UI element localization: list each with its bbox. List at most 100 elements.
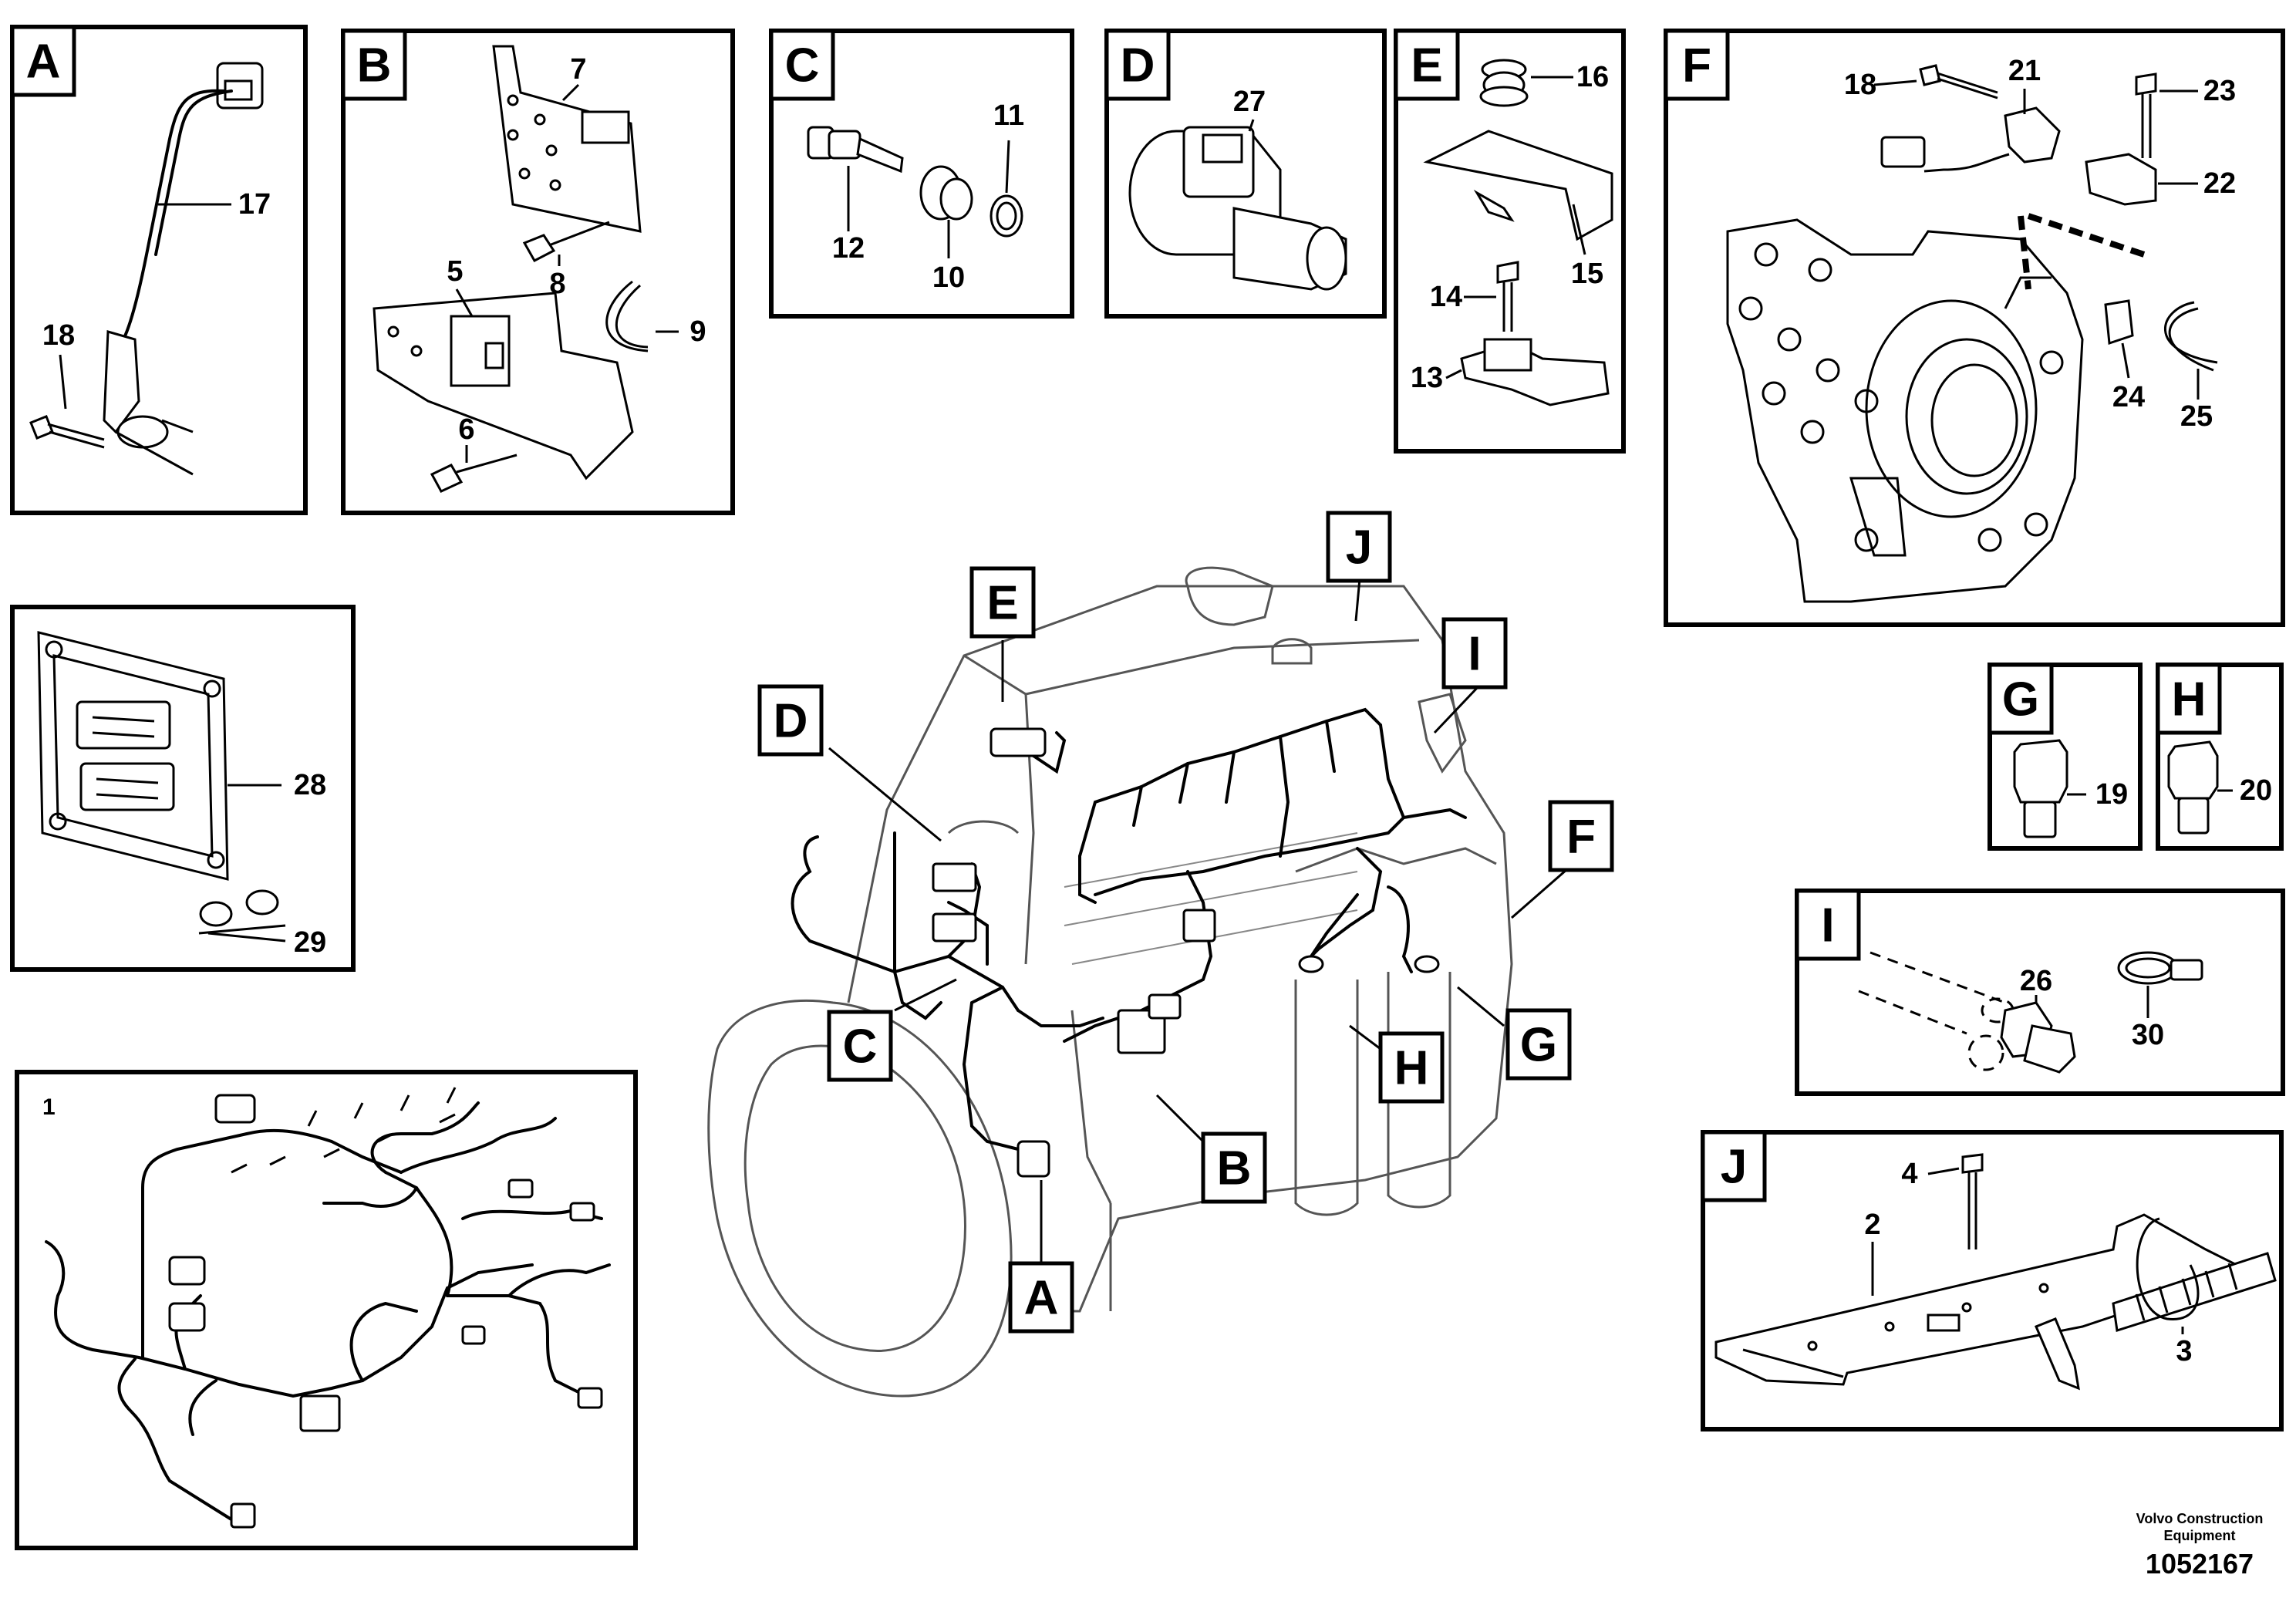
panel-d: D 27 (1104, 29, 1387, 319)
engine-tag-e: E (969, 566, 1036, 639)
engine-tag-i: I (1441, 617, 1508, 690)
wire-harness-1 (45, 1087, 611, 1529)
sensor-12 (807, 126, 904, 174)
footer-reference-number: 1052167 (2146, 1548, 2254, 1580)
panel-f: F (1664, 29, 2285, 627)
footer-credit: Volvo Construction Equipment 1052167 (2136, 1511, 2264, 1580)
callout-9: 9 (689, 315, 706, 348)
bracket-22 (2085, 153, 2157, 206)
callout-23: 23 (2203, 75, 2236, 107)
panel-a-tag: A (26, 35, 61, 89)
callout-24: 24 (2112, 381, 2145, 413)
tie-25 (2163, 301, 2218, 372)
engine-tag-h: H (1378, 1031, 1445, 1104)
panel-e: E 16 15 14 13 (1394, 29, 1626, 454)
callout-5: 5 (447, 255, 463, 288)
callout-6: 6 (458, 413, 474, 446)
engine-tag-b: B (1201, 1131, 1267, 1204)
panel-b: B 7 8 5 9 (341, 29, 735, 515)
screw-18-a (29, 415, 105, 449)
panel-h: H 20 (2156, 663, 2284, 851)
callout-25: 25 (2180, 400, 2213, 433)
panel-ecu: 28 29 (10, 605, 356, 972)
engine-tag-j: J (1326, 511, 1392, 583)
engine-tag-f: F (1548, 800, 1614, 872)
engine-tag-g: G (1505, 1008, 1572, 1081)
footer-company-line1: Volvo Construction (2136, 1511, 2264, 1526)
panel-c-tag: C (785, 39, 820, 93)
engine-tag-d: D (757, 684, 824, 757)
sensor-20 (2167, 740, 2219, 835)
engine-tag-c: C (827, 1010, 893, 1082)
svg-text:J: J (1346, 521, 1372, 575)
callout-18-a: 18 (42, 319, 75, 352)
panel-i-tag: I (1821, 899, 1834, 953)
callout-21: 21 (2008, 55, 2041, 87)
callout-26: 26 (2020, 965, 2052, 997)
bracket-5 (373, 292, 634, 481)
callout-29: 29 (294, 926, 326, 959)
callout-11: 11 (993, 99, 1024, 132)
svg-text:B: B (1217, 1142, 1252, 1195)
ecu-28 (37, 631, 229, 881)
callout-10: 10 (932, 261, 965, 294)
callout-30: 30 (2132, 1019, 2164, 1051)
screw-14 (1496, 261, 1519, 332)
svg-text:D: D (774, 695, 808, 748)
sensor-21 (1880, 106, 2061, 173)
bracket-15 (1423, 130, 1613, 241)
panel-e-tag: E (1411, 39, 1442, 93)
callout-27: 27 (1233, 86, 1266, 118)
grommet-16 (1479, 59, 1529, 107)
callout-17: 17 (238, 188, 271, 221)
harness-item-label: 1 (42, 1094, 56, 1120)
callout-20: 20 (2240, 774, 2272, 807)
screw-23 (2135, 73, 2157, 158)
callout-7: 7 (570, 53, 586, 86)
svg-text:F: F (1566, 811, 1596, 864)
callout-8: 8 (549, 268, 565, 300)
sensor-19 (2013, 739, 2068, 838)
clip-24 (2104, 299, 2134, 346)
callout-19: 19 (2095, 778, 2128, 811)
panel-j-tag: J (1721, 1141, 1747, 1194)
sensor-13 (1460, 338, 1610, 406)
callout-22: 22 (2203, 167, 2236, 200)
callout-14: 14 (1430, 281, 1462, 313)
panel-d-tag: D (1121, 39, 1155, 93)
callout-2: 2 (1864, 1209, 1880, 1241)
callout-15: 15 (1571, 258, 1603, 290)
crank-sensor-cable (103, 62, 264, 476)
panel-b-tag: B (357, 39, 392, 93)
svg-text:A: A (1024, 1272, 1059, 1325)
callout-4: 4 (1901, 1158, 1917, 1190)
panel-h-tag: H (2172, 673, 2207, 727)
screw-8 (522, 221, 610, 262)
screw-18-f (1919, 64, 1998, 99)
footer-company-line2: Equipment (2164, 1528, 2236, 1543)
engine-illustration: E J I D F C B H G A (707, 511, 1614, 1398)
sensor-26 (2000, 1001, 2076, 1074)
callout-3: 3 (2176, 1335, 2192, 1367)
svg-text:H: H (1394, 1042, 1429, 1095)
callout-28: 28 (294, 769, 326, 801)
svg-text:C: C (843, 1020, 878, 1074)
engine-tag-a: A (1008, 1261, 1074, 1334)
svg-text:E: E (986, 577, 1018, 630)
clamp-30 (2117, 951, 2203, 985)
bracket-7 (492, 45, 642, 233)
callout-13: 13 (1411, 362, 1443, 394)
svg-text:G: G (1520, 1019, 1557, 1072)
panel-harness: 1 (15, 1070, 638, 1550)
seal-11 (990, 194, 1023, 238)
callout-12: 12 (832, 232, 865, 265)
panel-c: C 11 12 10 (769, 29, 1074, 319)
injector-harness (1063, 707, 1467, 1054)
adapter-10 (919, 165, 973, 221)
sensor-27 (1128, 126, 1347, 291)
panel-i: I 26 30 (1795, 889, 2285, 1096)
screw-4 (1961, 1153, 1984, 1249)
callout-18-f: 18 (1844, 69, 1876, 101)
timing-cover (1726, 218, 2084, 603)
